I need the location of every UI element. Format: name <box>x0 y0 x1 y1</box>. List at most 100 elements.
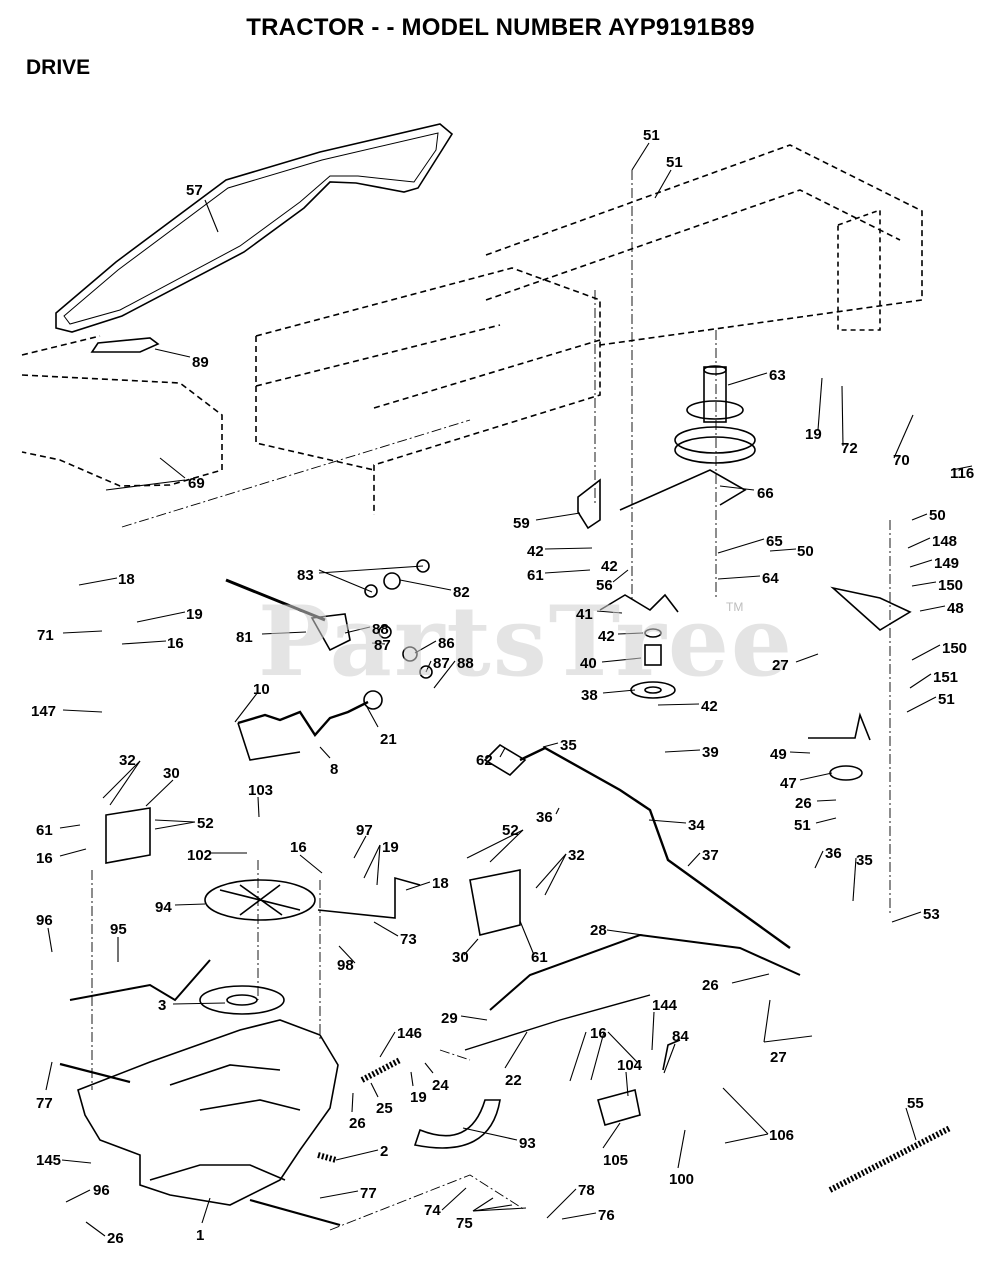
leader-line <box>891 911 922 923</box>
leader-line <box>257 796 260 818</box>
watermark: PartsTree <box>258 585 794 698</box>
part-callout: 87 <box>374 637 391 654</box>
part-callout: 19 <box>382 839 399 856</box>
part-callout: 49 <box>770 746 787 763</box>
part-callout: 26 <box>349 1115 366 1132</box>
part-callout: 76 <box>598 1207 615 1224</box>
leader-line <box>159 457 186 479</box>
part-callout: 30 <box>163 765 180 782</box>
part-callout: 41 <box>576 606 593 623</box>
leader-line <box>617 632 644 635</box>
part-callout: 83 <box>297 567 314 584</box>
part-callout: 42 <box>598 628 615 645</box>
part-callout: 10 <box>253 681 270 698</box>
leader-line <box>919 605 946 612</box>
leader-line <box>544 547 593 550</box>
leader-line <box>335 1149 379 1161</box>
part-callout: 61 <box>531 949 548 966</box>
leader-line <box>951 465 973 471</box>
leader-line <box>719 485 755 491</box>
leader-line <box>911 581 937 587</box>
leader-line <box>376 844 381 886</box>
leader-line <box>366 706 379 728</box>
part-callout: 51 <box>794 817 811 834</box>
leader-line <box>717 538 765 554</box>
part-callout: 18 <box>118 571 135 588</box>
part-callout: 29 <box>441 1010 458 1027</box>
part-callout: 50 <box>797 543 814 560</box>
leader-line <box>145 779 174 807</box>
part-callout: 47 <box>780 775 797 792</box>
part-callout: 36 <box>536 809 553 826</box>
part-callout: 42 <box>601 558 618 575</box>
part-callout: 51 <box>666 154 683 171</box>
part-callout: 74 <box>424 1202 441 1219</box>
page-title: TRACTOR - - MODEL NUMBER AYP9191B89 <box>246 14 755 41</box>
part-callout: 40 <box>580 655 597 672</box>
leader-line <box>504 1031 528 1069</box>
part-callout: 59 <box>513 515 530 532</box>
leader-line <box>817 377 823 431</box>
part-callout: 106 <box>769 1127 795 1144</box>
part-callout: 95 <box>110 921 127 938</box>
part-callout: 2 <box>380 1143 389 1160</box>
part-callout: 96 <box>93 1182 110 1199</box>
leader-line <box>466 829 524 859</box>
leader-line <box>535 853 567 889</box>
part-callout: 8 <box>330 761 339 778</box>
part-callout: 19 <box>186 606 203 623</box>
part-callout: 150 <box>938 577 964 594</box>
leader-line <box>909 559 933 568</box>
part-callout: 26 <box>702 977 719 994</box>
part-callout: 52 <box>197 815 214 832</box>
leader-line <box>763 1035 813 1043</box>
part-callout: 27 <box>770 1049 787 1066</box>
transaxle-housing <box>59 1019 341 1227</box>
leader-line <box>906 696 937 713</box>
part-callout: 39 <box>702 744 719 761</box>
part-callout: 22 <box>505 1072 522 1089</box>
part-callout: 97 <box>356 822 373 839</box>
part-callout: 96 <box>36 912 53 929</box>
part-callout: 51 <box>938 691 955 708</box>
part-callout: 42 <box>527 543 544 560</box>
leader-line <box>45 1061 53 1091</box>
leader-line <box>769 548 797 552</box>
part-callout: 98 <box>337 957 354 974</box>
leader-line <box>154 821 196 830</box>
part-callout: 147 <box>31 703 57 720</box>
part-callout: 104 <box>617 1057 643 1074</box>
leader-line <box>338 945 356 964</box>
part-callout: 66 <box>757 485 774 502</box>
leader-line <box>463 938 479 956</box>
part-callout: 18 <box>432 875 449 892</box>
leader-line <box>602 689 636 694</box>
part-callout: 82 <box>453 584 470 601</box>
part-callout: 144 <box>652 997 678 1014</box>
part-callout: 71 <box>37 627 54 644</box>
part-callout: 75 <box>456 1215 473 1232</box>
part-callout: 28 <box>590 922 607 939</box>
leader-line <box>370 1082 379 1098</box>
leader-line <box>631 142 650 171</box>
leader-line <box>814 850 824 869</box>
leader-line <box>657 703 700 706</box>
part-callout: 93 <box>519 1135 536 1152</box>
part-callout: 37 <box>702 847 719 864</box>
part-callout: 57 <box>186 182 203 199</box>
leader-line <box>544 569 591 574</box>
part-callout: 56 <box>596 577 613 594</box>
leader-line <box>424 1062 434 1074</box>
leader-line <box>569 1031 587 1082</box>
frame-rail-left <box>255 267 601 515</box>
leader-line <box>555 807 560 815</box>
part-callout: 34 <box>688 817 705 834</box>
leader-line <box>399 579 452 591</box>
leader-line <box>677 1129 686 1169</box>
part-callout: 19 <box>410 1089 427 1106</box>
part-callout: 51 <box>643 127 660 144</box>
leader-line <box>59 848 87 857</box>
leader-line <box>353 835 367 859</box>
part-callout: 16 <box>590 1025 607 1042</box>
